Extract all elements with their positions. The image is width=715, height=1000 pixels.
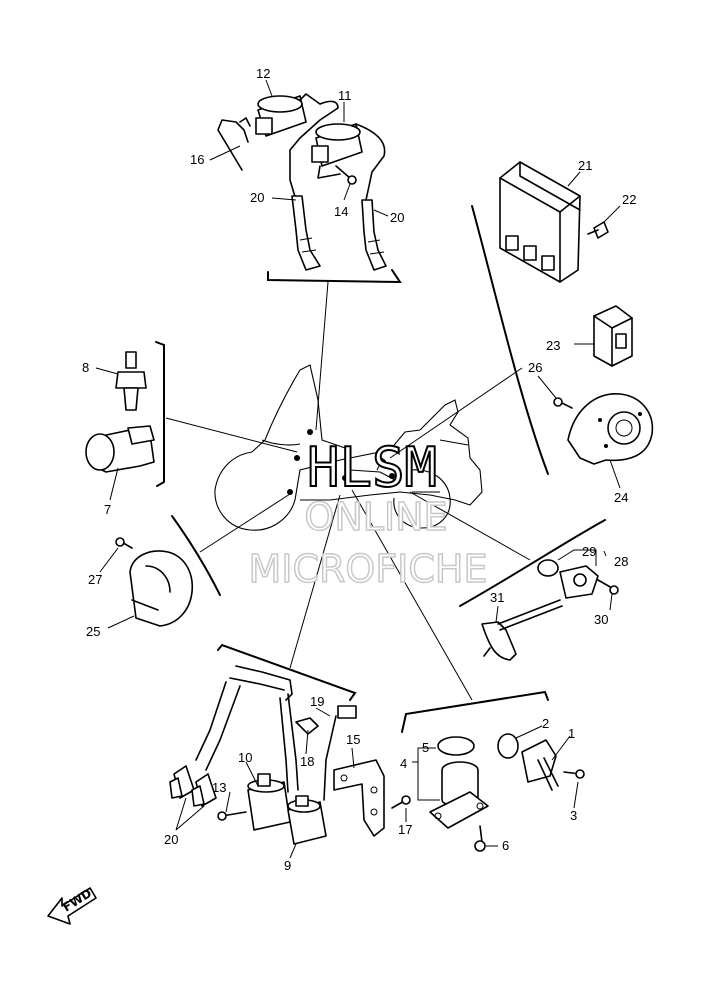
ecu-group xyxy=(499,161,654,465)
bolt-13 xyxy=(217,811,247,821)
callout-17: 17 xyxy=(398,822,412,837)
callout-5: 5 xyxy=(422,740,429,755)
watermark-line-2: ONLINE xyxy=(304,495,447,539)
callout-20-top-right: 20 xyxy=(390,210,404,225)
lead-wire-31 xyxy=(481,599,563,661)
callout-30: 30 xyxy=(594,612,608,627)
ignition-coil-11 xyxy=(311,123,363,179)
callout-13: 13 xyxy=(212,780,226,795)
callout-19: 19 xyxy=(310,694,324,709)
relay-23 xyxy=(593,305,633,367)
thermo-switch-8 xyxy=(115,351,147,411)
bolt-30 xyxy=(597,579,619,595)
callout-15: 15 xyxy=(346,732,360,747)
ignition-coil-group-top xyxy=(217,93,387,271)
screw-22 xyxy=(587,221,609,239)
callout-14: 14 xyxy=(334,204,348,219)
callout-24: 24 xyxy=(614,490,628,505)
watermark-line-3: MICROFICHE xyxy=(248,547,487,591)
ignition-coil-group-bottom xyxy=(169,665,411,845)
callout-12: 12 xyxy=(256,66,270,81)
bike-markers xyxy=(287,429,395,495)
callout-3: 3 xyxy=(570,808,577,823)
callout-18: 18 xyxy=(300,754,314,769)
horn-25-group xyxy=(115,537,193,627)
ignition-coil-9 xyxy=(287,795,327,845)
callout-21: 21 xyxy=(578,158,592,173)
callout-7: 7 xyxy=(104,502,111,517)
screw-3 xyxy=(563,769,585,779)
callout-1: 1 xyxy=(568,726,575,741)
callout-4: 4 xyxy=(400,756,407,771)
callout-11: 11 xyxy=(338,88,352,103)
callout-20-top-left: 20 xyxy=(250,190,264,205)
wire-lead-19 xyxy=(323,705,357,801)
speed-sensor-group xyxy=(481,559,619,661)
callout-leaders xyxy=(95,79,621,859)
solenoid-4 xyxy=(429,761,489,829)
bolt-26 xyxy=(553,397,573,409)
callout-29: 29 xyxy=(582,544,596,559)
watermark: HLSM ONLINE MICROFICHE xyxy=(248,435,489,592)
callout-27: 27 xyxy=(88,572,102,587)
callout-16: 16 xyxy=(190,152,204,167)
callout-9: 9 xyxy=(284,858,291,873)
bolt-6 xyxy=(474,825,486,852)
bolt-17 xyxy=(391,795,411,809)
callout-31: 31 xyxy=(490,590,504,605)
plug-cap-bottom-left xyxy=(169,765,195,799)
callout-8: 8 xyxy=(82,360,89,375)
left-sensor-group xyxy=(85,351,155,473)
clip-18 xyxy=(295,717,319,735)
callout-22: 22 xyxy=(622,192,636,207)
callout-2: 2 xyxy=(542,716,549,731)
callout-labels: 12 11 16 20 14 20 21 22 23 26 24 8 7 27 … xyxy=(82,66,636,873)
solenoid-group xyxy=(429,733,585,852)
callout-10: 10 xyxy=(238,750,252,765)
bolt-27 xyxy=(115,537,133,549)
callout-20-bottom: 20 xyxy=(164,832,178,847)
plug-cap-left xyxy=(291,195,321,271)
ecu-21 xyxy=(499,161,581,283)
sensor-28 xyxy=(559,565,599,599)
callout-28: 28 xyxy=(614,554,628,569)
o-ring-29 xyxy=(537,559,559,577)
o-ring-2 xyxy=(497,733,519,759)
bolt-14 xyxy=(335,165,357,185)
plug-cap-bottom-right xyxy=(191,773,217,807)
ignition-coil-12 xyxy=(255,93,321,137)
ignition-coil-10 xyxy=(247,773,291,831)
horn-24 xyxy=(567,393,654,465)
fwd-arrow-icon: FWD xyxy=(47,886,97,925)
o-ring-5 xyxy=(437,736,475,756)
bracket-15 xyxy=(333,759,385,837)
sensor-connector-7 xyxy=(85,425,155,473)
sensor-1 xyxy=(521,739,559,791)
motorcycle-outline xyxy=(214,364,483,531)
group-brackets xyxy=(155,205,606,733)
location-leader-lines xyxy=(165,281,531,701)
plug-cap-right xyxy=(361,199,387,271)
callout-23: 23 xyxy=(546,338,560,353)
callout-6: 6 xyxy=(502,838,509,853)
horn-25 xyxy=(129,550,193,627)
watermark-line-1: HLSM xyxy=(307,436,437,499)
callout-25: 25 xyxy=(86,624,100,639)
callout-26: 26 xyxy=(528,360,542,375)
